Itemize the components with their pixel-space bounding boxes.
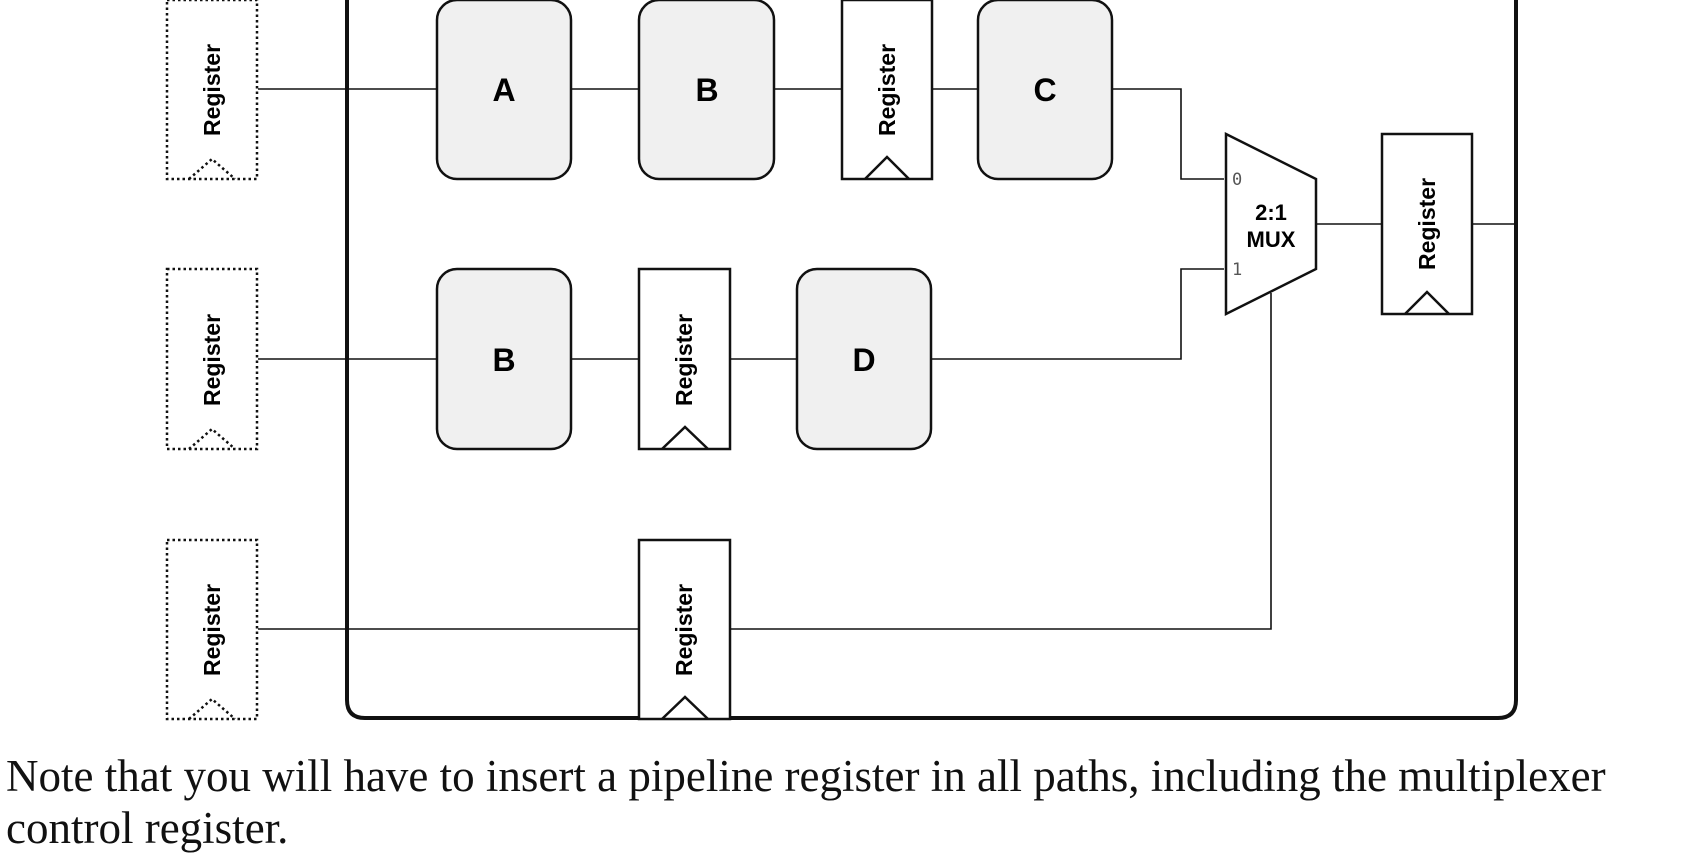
block-b-mid-label: B — [492, 342, 515, 378]
block-a: A — [435, 0, 573, 181]
register-label: Register — [199, 44, 225, 136]
block-c: C — [976, 0, 1114, 181]
block-b-mid: B — [435, 267, 573, 451]
register-label: Register — [671, 584, 697, 676]
block-a-label: A — [492, 72, 515, 108]
block-d-label: D — [852, 342, 875, 378]
mux-label-line2: MUX — [1247, 227, 1296, 252]
mux-label-line1: 2:1 — [1255, 200, 1287, 225]
wires — [258, 88, 1516, 630]
register-output: Register — [1380, 132, 1474, 316]
block-c-label: C — [1033, 72, 1056, 108]
register-label: Register — [199, 584, 225, 676]
register-label: Register — [199, 314, 225, 406]
block-d: D — [795, 267, 933, 451]
register-label: Register — [671, 314, 697, 406]
input-register-3: Register — [165, 538, 259, 721]
block-b-top-label: B — [695, 72, 718, 108]
caption-text: Note that you will have to insert a pipe… — [6, 751, 1606, 853]
register-bottom: Register — [637, 538, 732, 721]
input-register-1: Register — [165, 0, 259, 181]
mux: 0 1 2:1 MUX — [1224, 131, 1318, 317]
input-register-2: Register — [165, 267, 259, 451]
register-top: Register — [840, 0, 934, 181]
mux-input-0-label: 0 — [1232, 170, 1242, 190]
block-b-top: B — [637, 0, 776, 181]
register-mid: Register — [637, 267, 732, 451]
outer-frame — [345, 0, 1518, 720]
register-label: Register — [1414, 178, 1440, 270]
register-label: Register — [874, 44, 900, 136]
pipeline-diagram: Register Register Register A B C B D Reg… — [165, 0, 1518, 721]
mux-input-1-label: 1 — [1232, 260, 1242, 280]
